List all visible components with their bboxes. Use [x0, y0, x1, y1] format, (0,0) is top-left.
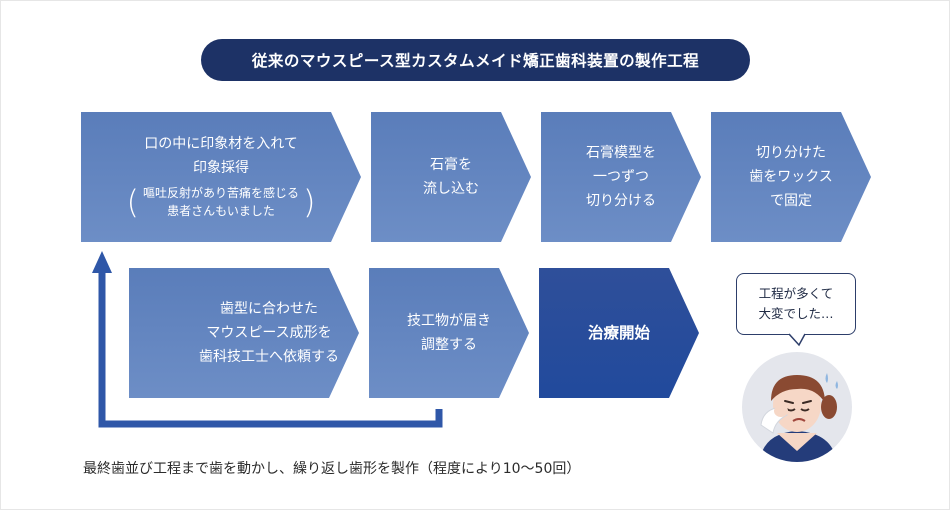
- troubled-patient-icon: [741, 351, 853, 463]
- speech-line-2: 大変でした…: [758, 304, 833, 324]
- speech-line-1: 工程が多くて: [759, 284, 834, 304]
- bottom-note: 最終歯並び工程まで歯を動かし、繰り返し歯形を製作（程度により10〜50回）: [83, 458, 580, 478]
- speech-bubble-tail: [789, 333, 809, 347]
- loop-arrow-head: [92, 251, 112, 273]
- loop-arrow-line: [102, 271, 439, 424]
- speech-bubble: 工程が多くて 大変でした…: [736, 273, 856, 335]
